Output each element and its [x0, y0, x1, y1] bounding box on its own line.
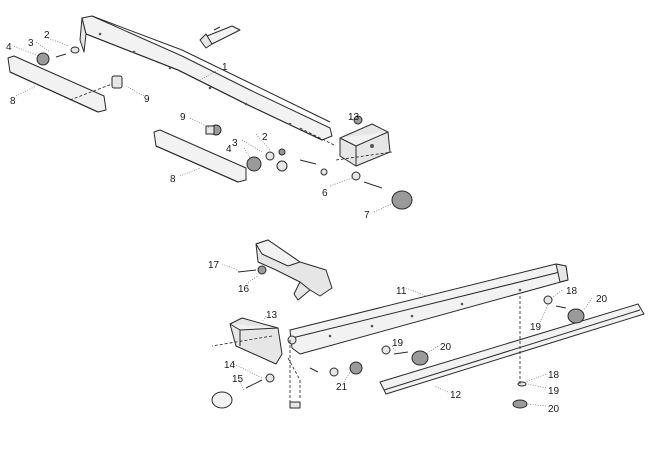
callout-9: 9	[144, 94, 150, 105]
callout-18: 18	[548, 370, 560, 381]
leader-lines	[13, 37, 593, 407]
callout-21: 21	[336, 382, 348, 393]
callout-7: 7	[364, 210, 370, 221]
lower-bumper-bar	[289, 263, 569, 355]
callout-19: 19	[530, 322, 542, 333]
callout-13: 13	[348, 112, 360, 123]
callout-13: 13	[266, 310, 278, 321]
callout-9: 9	[180, 112, 186, 123]
callout-15: 15	[232, 374, 244, 385]
lower-rubber-strip	[379, 303, 645, 395]
callout-8: 8	[10, 96, 16, 107]
callout-3: 3	[232, 138, 238, 149]
callout-4: 4	[6, 42, 12, 53]
callout-2: 2	[262, 132, 268, 143]
upper-end-bracket	[339, 123, 391, 167]
callout-1: 1	[222, 62, 228, 73]
callout-3: 3	[28, 38, 34, 49]
callout-14: 14	[224, 360, 236, 371]
callout-6: 6	[322, 188, 328, 199]
callout-2: 2	[44, 30, 50, 41]
callout-18: 18	[566, 286, 578, 297]
lower-mounting-bracket	[255, 239, 333, 301]
callout-19: 19	[392, 338, 404, 349]
upper-rubber-strip-left	[7, 55, 107, 113]
callout-labels: 1 2 3 4 8 9 9 4 3 2 8 13 6 7 17 16 11 13…	[6, 30, 608, 415]
callout-20: 20	[596, 294, 608, 305]
callout-8: 8	[170, 174, 176, 185]
upper-fasteners	[36, 46, 413, 210]
callout-12: 12	[450, 390, 462, 401]
upper-rubber-strip-lower	[153, 129, 247, 183]
upper-bumper-bar	[79, 15, 333, 141]
lower-dashed-guides	[211, 296, 521, 404]
callout-17: 17	[208, 260, 220, 271]
callout-20: 20	[440, 342, 452, 353]
callout-4: 4	[226, 144, 232, 155]
lower-fasteners	[211, 265, 585, 409]
lower-end-bracket	[229, 317, 283, 365]
upper-dashed-guides	[69, 83, 393, 161]
callout-20: 20	[548, 404, 560, 415]
callout-16: 16	[238, 284, 250, 295]
upper-small-bracket	[199, 25, 241, 49]
callout-11: 11	[396, 286, 407, 297]
callout-19: 19	[548, 386, 560, 397]
